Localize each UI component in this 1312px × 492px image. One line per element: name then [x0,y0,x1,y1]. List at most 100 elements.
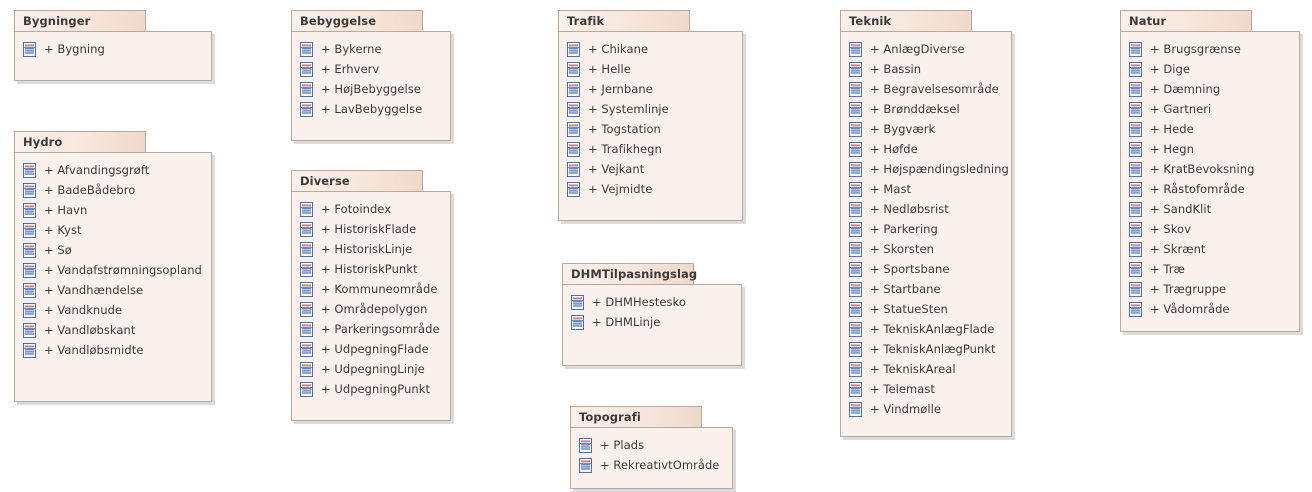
class-item[interactable]: + Parkeringsområde [292,319,450,339]
class-item[interactable]: + KratBevoksning [1121,159,1299,179]
package-name: Hydro [23,135,63,149]
class-item[interactable]: + UdpegningPunkt [292,379,450,399]
class-item[interactable]: + DHMLinje [563,312,741,332]
class-item[interactable]: + Bygning [15,39,211,59]
class-item[interactable]: + RekreativtOmråde [571,455,732,475]
class-item[interactable]: + Systemlinje [559,99,742,119]
class-label: + UdpegningFlade [321,342,429,356]
class-item[interactable]: + Trafikhegn [559,139,742,159]
class-item[interactable]: + Togstation [559,119,742,139]
class-item[interactable]: + SandKlit [1121,199,1299,219]
class-item[interactable]: + Begravelsesområde [841,79,1011,99]
package-tab[interactable]: Trafik [558,10,690,31]
class-item[interactable]: + Jernbane [559,79,742,99]
class-item[interactable]: + Erhverv [292,59,450,79]
class-item[interactable]: + Kyst [15,220,211,240]
class-item[interactable]: + Bykerne [292,39,450,59]
class-item[interactable]: + HøjBebyggelse [292,79,450,99]
class-item[interactable]: + Hede [1121,119,1299,139]
class-label: + Nedløbsrist [870,202,949,216]
uml-class-icon [567,141,580,157]
class-item[interactable]: + Parkering [841,219,1011,239]
uml-class-icon [1129,221,1142,237]
package-tab[interactable]: Teknik [840,10,972,31]
class-item[interactable]: + TekniskAnlægFlade [841,319,1011,339]
class-item[interactable]: + Vandløbskant [15,320,211,340]
class-label: + Hede [1150,122,1194,136]
package-tab[interactable]: DHMTilpasningslag [562,263,697,284]
class-item[interactable]: + BadeBådebro [15,180,211,200]
class-item[interactable]: + AnlægDiverse [841,39,1011,59]
class-item[interactable]: + Vandknude [15,300,211,320]
class-item[interactable]: + Sø [15,240,211,260]
class-item[interactable]: + Afvandingsgrøft [15,160,211,180]
class-item[interactable]: + Chikane [559,39,742,59]
package-tab[interactable]: Natur [1120,10,1252,31]
class-item[interactable]: + Vandafstrømningsopland [15,260,211,280]
class-item[interactable]: + Havn [15,200,211,220]
class-item[interactable]: + Mast [841,179,1011,199]
class-label: + Hegn [1150,142,1194,156]
class-item[interactable]: + Helle [559,59,742,79]
package-body: + Brugsgrænse+ Dige+ Dæmning + Gartneri + … [1120,31,1300,332]
package-tab[interactable]: Diverse [291,170,423,191]
class-item[interactable]: + Råstofområde [1121,179,1299,199]
uml-class-icon [23,282,36,298]
class-item[interactable]: + HistoriskFlade [292,219,450,239]
class-item[interactable]: + Brugsgrænse [1121,39,1299,59]
class-item[interactable]: + Vindmølle [841,399,1011,419]
class-item[interactable]: + Vejkant [559,159,742,179]
class-label: + Råstofområde [1150,182,1245,196]
class-item[interactable]: + Vådområde [1121,299,1299,319]
class-item[interactable]: + Vejmidte [559,179,742,199]
class-item[interactable]: + Sportsbane [841,259,1011,279]
class-item[interactable]: + Skrænt [1121,239,1299,259]
class-item[interactable]: + Dæmning [1121,79,1299,99]
class-item[interactable]: + Områdepolygon [292,299,450,319]
class-item[interactable]: + Træ [1121,259,1299,279]
class-item[interactable]: + Højspændingsledning [841,159,1011,179]
package-tab[interactable]: Bebyggelse [291,10,423,31]
class-item[interactable]: + UdpegningFlade [292,339,450,359]
class-item[interactable]: + Trægruppe [1121,279,1299,299]
class-label: + Afvandingsgrøft [44,163,150,177]
package-tab[interactable]: Topografi [570,406,702,427]
uml-class-icon [849,261,862,277]
class-label: + Gartneri [1150,102,1212,116]
class-item[interactable]: + Vandløbsmidte [15,340,211,360]
class-item[interactable]: + TekniskAreal [841,359,1011,379]
class-item[interactable]: + Gartneri [1121,99,1299,119]
class-item[interactable]: + Fotoindex [292,199,450,219]
class-item[interactable]: + Hegn [1121,139,1299,159]
uml-class-icon [300,61,313,77]
class-item[interactable]: + Telemast [841,379,1011,399]
class-item[interactable]: + HistoriskLinje [292,239,450,259]
class-item[interactable]: + Nedløbsrist [841,199,1011,219]
class-label: + Trægruppe [1150,282,1227,296]
class-item[interactable]: + Plads [571,435,732,455]
class-item[interactable]: + Dige [1121,59,1299,79]
class-item[interactable]: + Bassin [841,59,1011,79]
uml-class-icon [849,281,862,297]
class-item[interactable]: + Skov [1121,219,1299,239]
uml-class-icon [849,141,862,157]
class-item[interactable]: + DHMHestesko [563,292,741,312]
package-tab[interactable]: Hydro [14,131,146,152]
class-item[interactable]: + Høfde [841,139,1011,159]
class-item[interactable]: + Startbane [841,279,1011,299]
class-item[interactable]: + LavBebyggelse [292,99,450,119]
class-item[interactable]: + HistoriskPunkt [292,259,450,279]
class-item[interactable]: + Vandhændelse [15,280,211,300]
package-tab[interactable]: Bygninger [14,10,146,31]
class-label: + HistoriskPunkt [321,262,418,276]
class-item[interactable]: + TekniskAnlægPunkt [841,339,1011,359]
class-label: + Fotoindex [321,202,392,216]
class-item[interactable]: + Kommuneområde [292,279,450,299]
class-item[interactable]: + UdpegningLinje [292,359,450,379]
class-item[interactable]: + Skorsten [841,239,1011,259]
class-item[interactable]: + StatueSten [841,299,1011,319]
class-item[interactable]: + Brønddæksel [841,99,1011,119]
class-item[interactable]: + Bygværk [841,119,1011,139]
uml-class-icon [23,242,36,258]
class-label: + BadeBådebro [44,183,136,197]
